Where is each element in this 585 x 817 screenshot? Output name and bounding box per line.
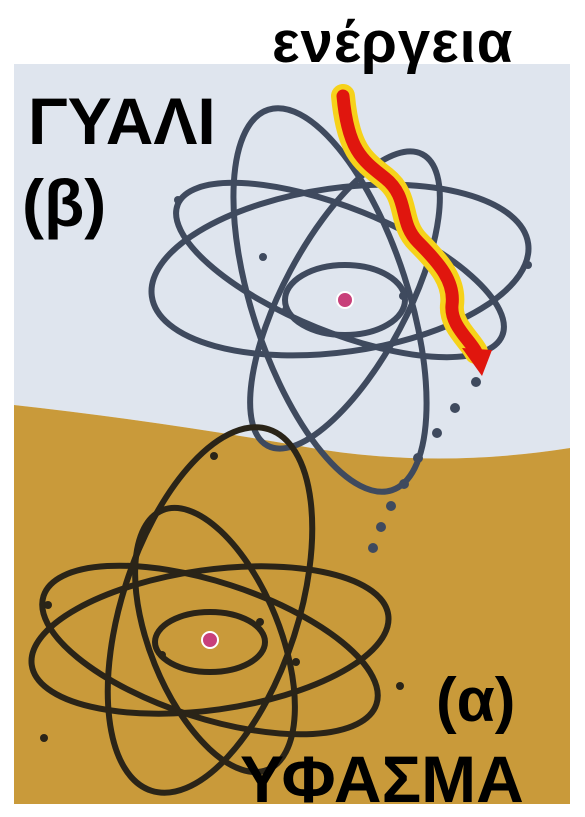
glass-marker: (β) <box>22 166 107 240</box>
glass-orbit <box>148 181 532 359</box>
cloth-orbit <box>39 562 381 738</box>
transfer-dot <box>386 501 396 511</box>
electron <box>174 196 182 204</box>
transfer-dot <box>376 522 386 532</box>
transfer-dot <box>399 479 409 489</box>
cloth-orbit <box>132 504 298 776</box>
electron <box>210 452 218 460</box>
electron <box>292 658 300 666</box>
energy-label: ενέργεια <box>272 10 514 75</box>
electron <box>158 651 166 659</box>
electron <box>44 601 52 609</box>
transfer-dot <box>432 428 442 438</box>
cloth-orbit <box>152 609 268 675</box>
electron-transfer-dots-icon <box>368 377 481 553</box>
cloth-nucleus <box>201 631 219 649</box>
electron <box>399 292 407 300</box>
glass-atom <box>148 105 532 495</box>
cloth-orbit <box>104 424 316 796</box>
glass-orbit <box>173 179 507 361</box>
glass-label: ΓΥΑΛΙ <box>28 84 216 158</box>
transfer-dot <box>368 543 378 553</box>
wavy-energy-arrow-icon <box>331 84 492 376</box>
electron <box>396 682 404 690</box>
cloth-marker: (α) <box>436 666 516 735</box>
energy-arrow-body <box>336 89 483 359</box>
cloth-label: ΥΦΑΣΜΑ <box>240 742 524 816</box>
energy-arrow-head <box>462 348 492 376</box>
cloth-electrons <box>40 452 404 742</box>
electron <box>40 734 48 742</box>
electron <box>259 253 267 261</box>
cloth-atom <box>28 424 392 796</box>
glass-nucleus <box>336 291 354 309</box>
glass-orbit <box>230 105 430 495</box>
glass-orbit <box>282 262 408 338</box>
electron <box>282 306 290 314</box>
transfer-dot <box>413 453 423 463</box>
transfer-dot <box>471 377 481 387</box>
electron <box>256 618 264 626</box>
transfer-dot <box>450 403 460 413</box>
electron <box>524 261 532 269</box>
glass-orbit <box>247 148 443 452</box>
cloth-orbit <box>28 563 392 717</box>
